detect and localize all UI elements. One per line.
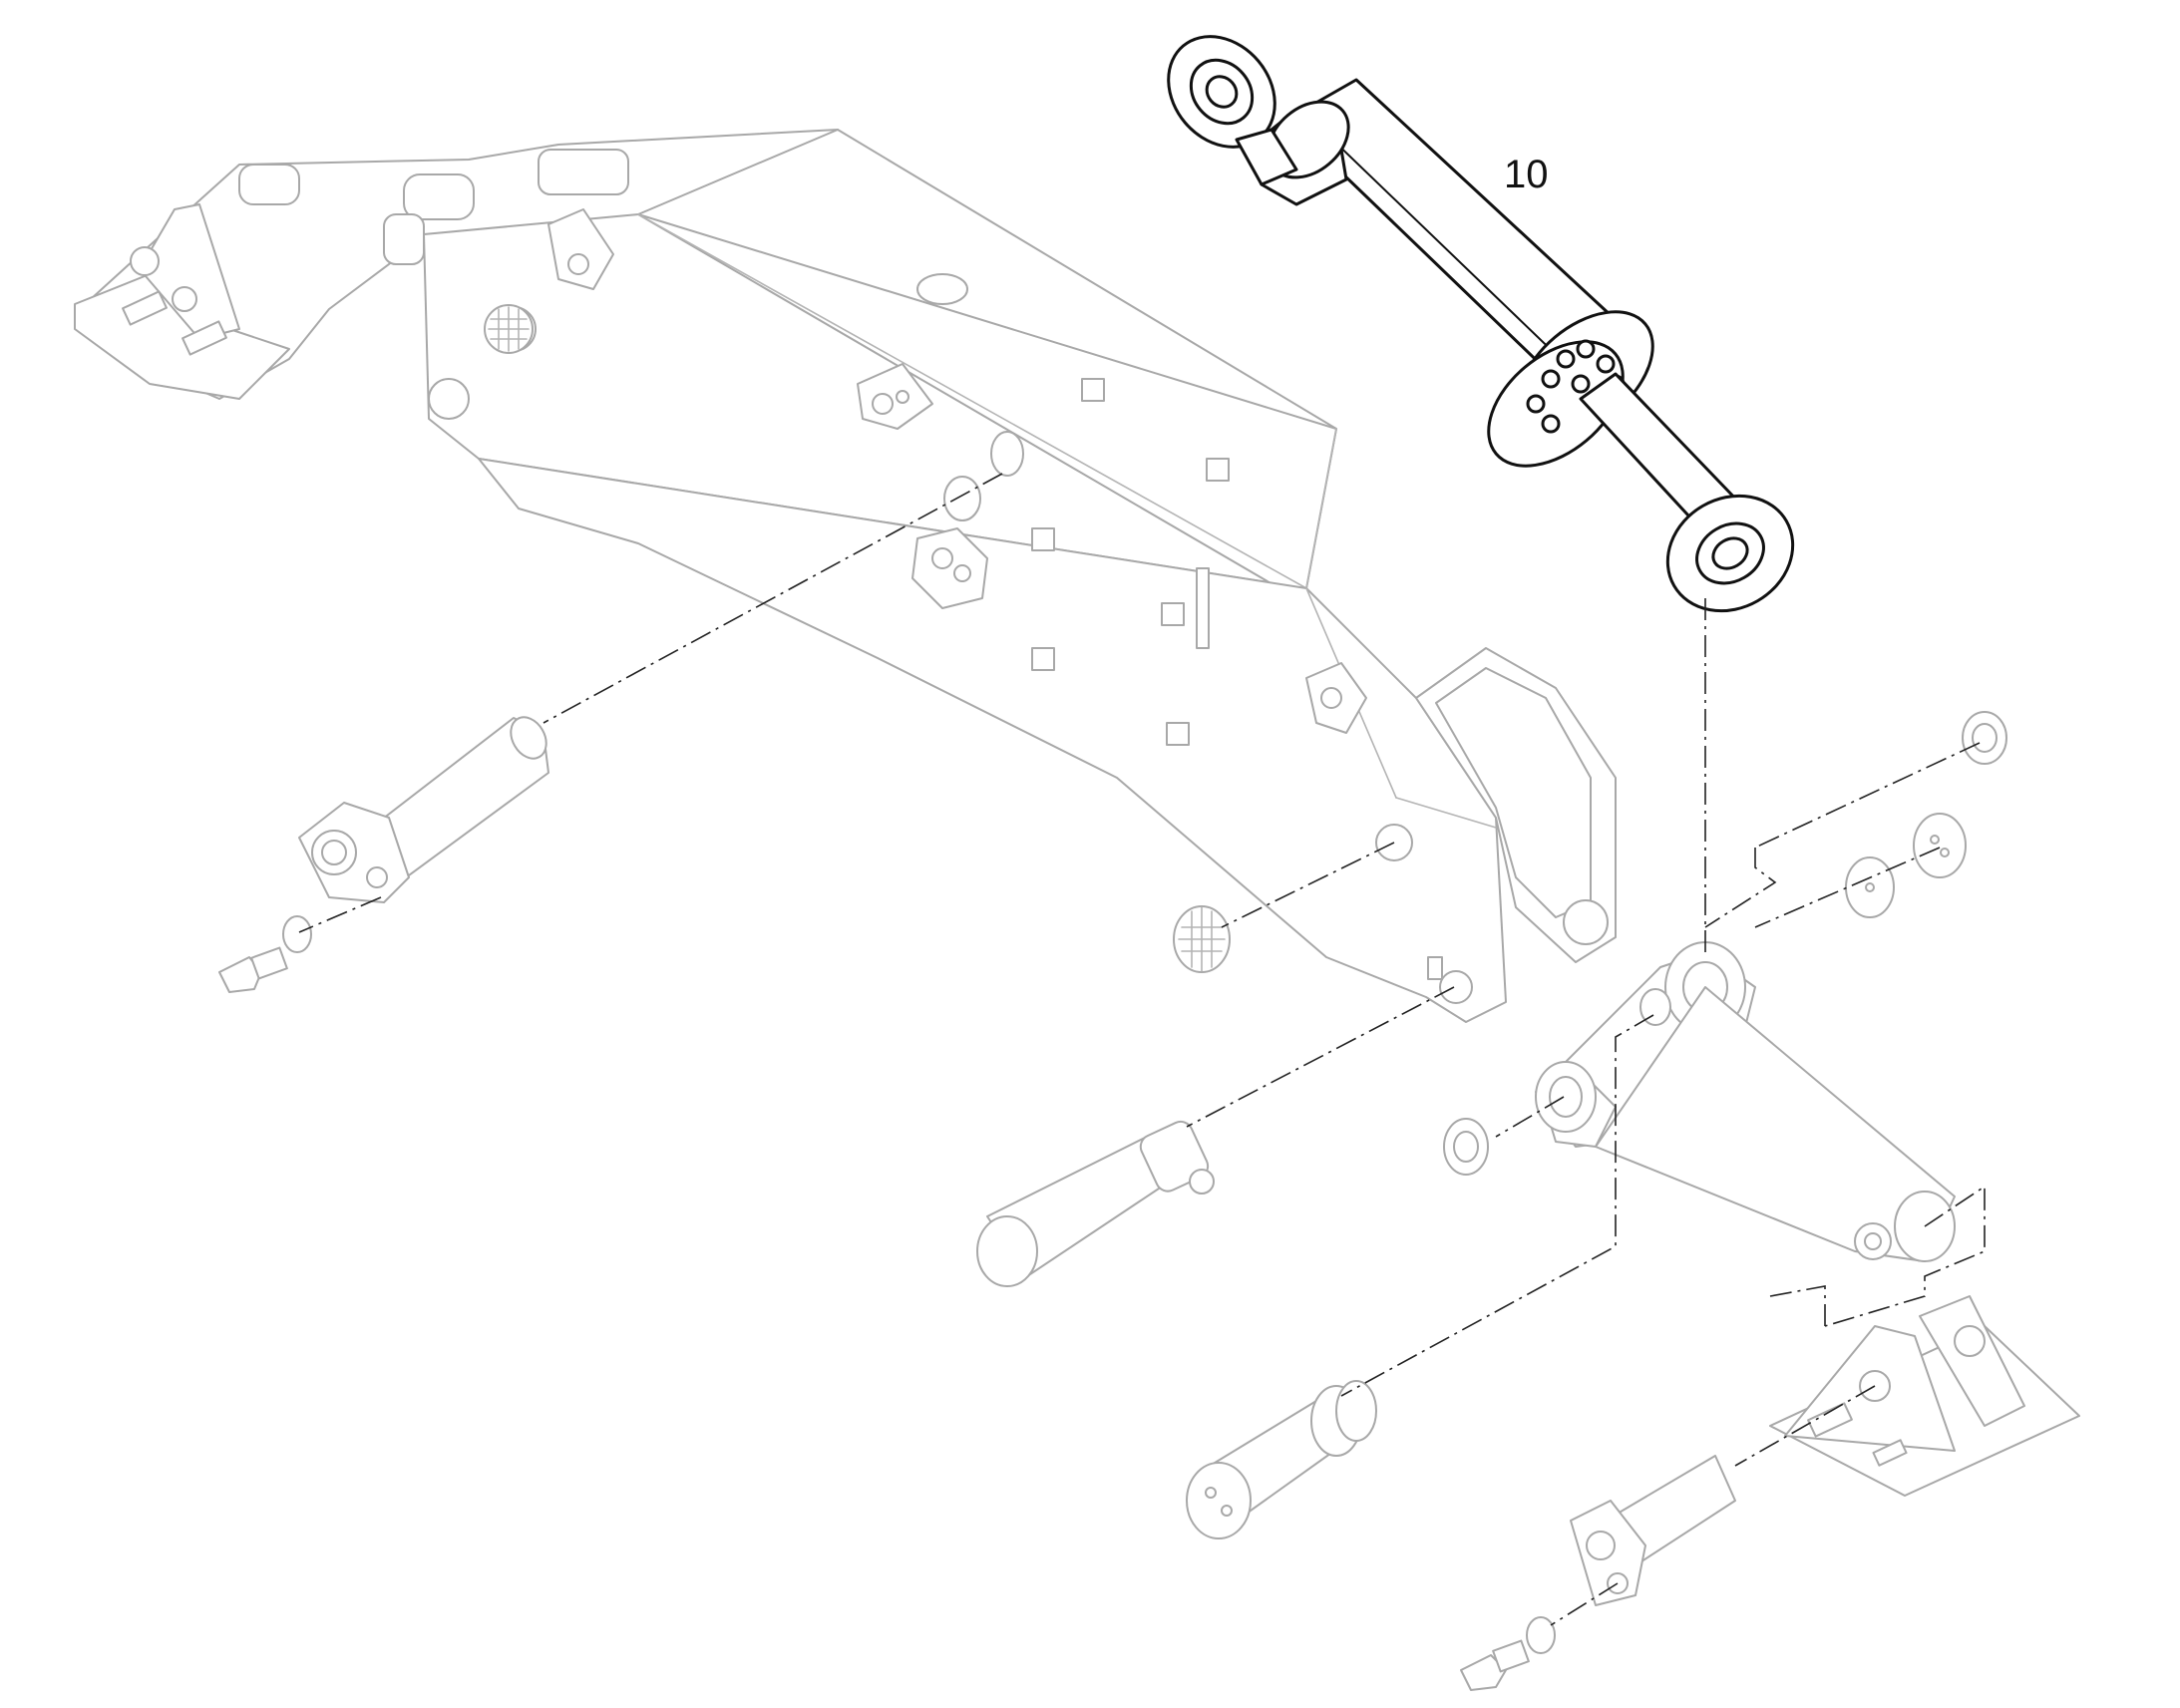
boom-arm	[74, 129, 1617, 1023]
cylinder-rear-eye	[1167, 35, 1298, 186]
inspection-grid-upper	[484, 304, 534, 354]
cylinder-rod-eye	[1665, 494, 1795, 613]
lower-pin-with-washer	[1186, 1380, 1377, 1539]
callout-10: 10	[1504, 153, 1549, 196]
bellcrank-link	[1535, 941, 1956, 1262]
upper-left-pin-assembly	[218, 716, 549, 993]
grease-fitting-cluster	[857, 363, 933, 430]
hydraulic-cylinder[interactable]	[1147, 15, 1814, 633]
assembly-axis-lines	[298, 473, 1986, 1626]
left-mount-bracket	[74, 203, 290, 400]
grease-nipple-group	[1305, 662, 1367, 734]
top-link-fitting	[547, 208, 614, 290]
right-lower-pin-assembly	[1460, 1455, 1736, 1691]
lift-eye-bracket	[911, 527, 988, 609]
mesh-cap-pin	[1173, 905, 1231, 973]
right-base-mount	[1769, 1295, 2080, 1497]
middle-pin-with-collar	[976, 1120, 1215, 1287]
